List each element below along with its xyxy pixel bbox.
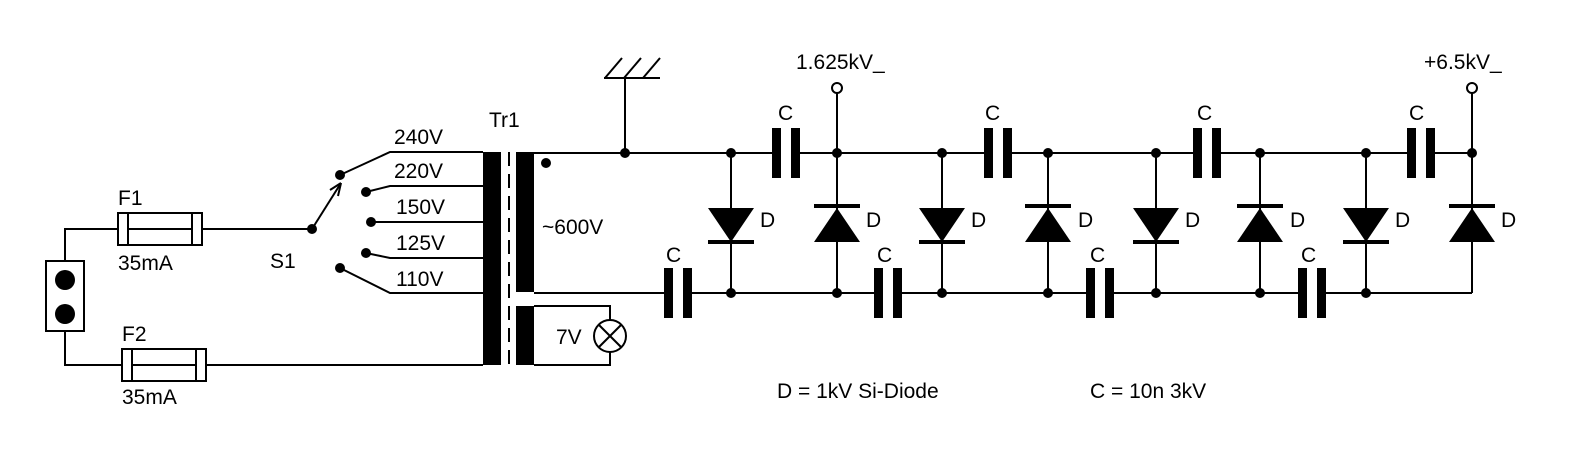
output-65kv-label: +6.5kV_	[1424, 51, 1502, 74]
diode	[919, 208, 965, 244]
mains-plug	[45, 260, 85, 332]
fuse-f1-rating: 35mA	[118, 252, 173, 275]
capacitor	[1298, 268, 1326, 318]
secondary-voltage-label: ~600V	[542, 216, 603, 239]
fuse-f1	[117, 212, 203, 246]
diode	[1025, 204, 1071, 242]
transformer-label: Tr1	[489, 109, 520, 132]
capacitor	[664, 268, 692, 318]
tap-125v: 125V	[396, 232, 445, 255]
lamp-circuit	[534, 305, 627, 366]
tap-110v: 110V	[396, 268, 444, 291]
fuse-f1-label: F1	[118, 187, 143, 210]
cap-label: C	[1409, 102, 1424, 125]
cap-label: C	[1301, 244, 1316, 267]
capacitor	[1193, 128, 1221, 178]
diode	[1133, 208, 1179, 244]
diode-label: D	[1290, 209, 1305, 232]
cap-label: C	[1090, 244, 1105, 267]
cap-label: C	[666, 244, 681, 267]
legend-diode: D = 1kV Si-Diode	[777, 380, 939, 403]
capacitor	[1407, 128, 1435, 178]
capacitor	[874, 268, 902, 318]
fuse-f2-label: F2	[122, 323, 147, 346]
lamp-label: 7V	[556, 326, 582, 349]
capacitor	[1086, 268, 1114, 318]
diode	[1343, 208, 1389, 244]
output-1625kv-label: 1.625kV_	[796, 51, 885, 74]
tap-220v: 220V	[394, 160, 443, 183]
diode	[814, 204, 860, 242]
capacitor	[772, 128, 800, 178]
diode-label: D	[760, 209, 775, 232]
tap-150v: 150V	[396, 196, 445, 219]
ground-symbol	[604, 57, 661, 153]
diode-label: D	[971, 209, 986, 232]
diode-label: D	[866, 209, 881, 232]
voltage-selector-switch	[307, 151, 483, 294]
input-wiring	[64, 228, 483, 366]
diode	[708, 208, 754, 244]
legend-capacitor: C = 10n 3kV	[1090, 380, 1206, 403]
cap-label: C	[1197, 102, 1212, 125]
transformer-tr1	[483, 152, 551, 365]
switch-s1-label: S1	[270, 250, 296, 273]
junction-dots	[620, 148, 1477, 298]
diode-label: D	[1501, 209, 1516, 232]
fuse-f2	[121, 348, 207, 382]
cap-label: C	[985, 102, 1000, 125]
capacitor	[984, 128, 1012, 178]
diode	[1237, 204, 1283, 242]
fuse-f2-rating: 35mA	[122, 386, 177, 409]
diode	[1449, 204, 1495, 242]
cap-label: C	[877, 244, 892, 267]
diode-label: D	[1078, 209, 1093, 232]
diode-label: D	[1395, 209, 1410, 232]
cap-label: C	[778, 102, 793, 125]
diode-label: D	[1185, 209, 1200, 232]
tap-240v: 240V	[394, 126, 443, 149]
